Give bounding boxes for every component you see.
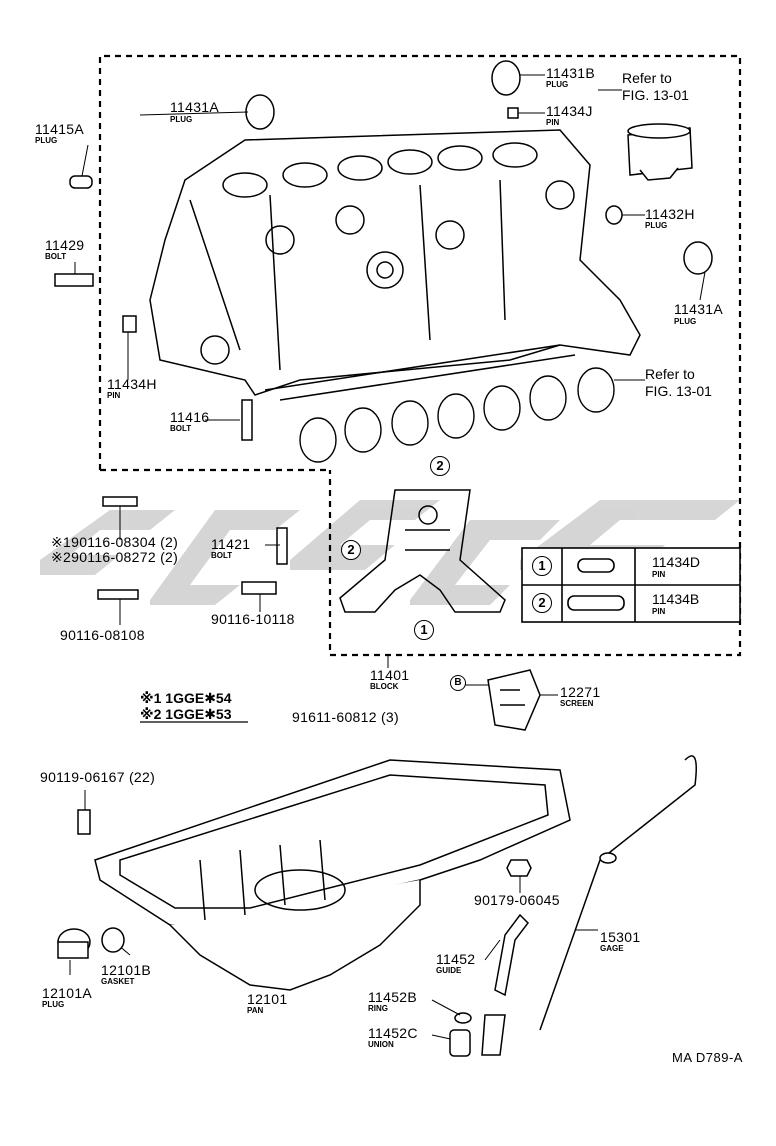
part-name: GASKET: [101, 977, 135, 986]
part-name: PLUG: [645, 221, 668, 230]
part-label-90116-08108: 90116-08108: [60, 627, 145, 643]
part-label-91611-60812: 91611-60812 (3): [292, 709, 399, 725]
refer-line-1: Refer to: [622, 70, 672, 86]
note-2: ※2 1GGE✱53: [140, 706, 232, 722]
dipstick: [539, 755, 697, 1031]
part-number: 11432H: [645, 206, 695, 222]
part-number: 12101: [247, 991, 288, 1007]
part-number: 11415A: [35, 121, 85, 137]
note-1: ※1 1GGE✱54: [140, 690, 232, 706]
callout-1-bottom: 1: [414, 620, 434, 640]
legend-marker-2: 2: [532, 593, 552, 613]
legend-name-1: PIN: [652, 570, 666, 579]
part-number: 11416: [170, 409, 210, 425]
part-name: PIN: [107, 391, 121, 400]
refer-line-2: FIG. 13-01: [622, 87, 689, 103]
dipstick-guide: [449, 913, 529, 1057]
part-number: 12101B: [101, 962, 152, 978]
callout-b: B: [450, 675, 466, 691]
part-name: BOLT: [170, 424, 192, 433]
oil-pan-gasket: [339, 489, 506, 613]
part-name: UNION: [368, 1040, 394, 1049]
callout-2-left: 2: [341, 540, 361, 560]
part-number: 11452C: [368, 1025, 418, 1041]
legend-name-2: PIN: [652, 607, 666, 616]
part-name: PAN: [247, 1006, 264, 1015]
legend-marker-1: 1: [532, 556, 552, 576]
part-number: 11401: [370, 667, 410, 683]
star-part-1: ※190116-08304 (2): [51, 534, 179, 550]
part-label-90116-10118: 90116-10118: [211, 611, 295, 627]
piston: [627, 123, 693, 181]
small-parts: [54, 60, 713, 600]
part-name: GUIDE: [436, 966, 462, 975]
legend-table-frame: [521, 547, 741, 623]
part-name: PLUG: [674, 317, 697, 326]
part-number: 11421: [211, 536, 251, 552]
part-number: 11429: [45, 237, 85, 253]
oil-strainer-screen: [487, 669, 541, 731]
refer-line-1: Refer to: [645, 366, 695, 382]
part-number: 11452B: [368, 989, 418, 1005]
part-number: 11434J: [546, 103, 593, 119]
block-group-outline: [98, 54, 742, 657]
part-name: BLOCK: [370, 682, 399, 691]
refer-line-2: FIG. 13-01: [645, 383, 712, 399]
callout-2-top: 2: [430, 456, 450, 476]
part-number: 12101A: [42, 985, 93, 1001]
part-name: BOLT: [211, 551, 233, 560]
part-name: PLUG: [170, 115, 193, 124]
main-bearings: [299, 367, 615, 463]
pan-hardware: [57, 809, 532, 959]
part-name: PLUG: [546, 80, 569, 89]
part-name: SCREEN: [560, 699, 594, 708]
legend-number-2: 11434B: [652, 591, 700, 607]
part-name: PIN: [546, 118, 560, 127]
part-number: 15301: [600, 929, 641, 945]
star-part-2: ※290116-08272 (2): [51, 549, 179, 565]
part-number: 11431A: [674, 301, 724, 317]
part-name: RING: [368, 1004, 388, 1013]
part-number: 11434H: [107, 376, 157, 392]
part-number: 11431B: [546, 65, 596, 81]
part-number: 11431A: [170, 99, 220, 115]
cylinder-block: [149, 129, 641, 401]
leader-lines: [69, 74, 706, 1041]
oil-pan: [94, 759, 571, 991]
part-name: PLUG: [35, 136, 58, 145]
part-name: PLUG: [42, 1000, 65, 1009]
figure-code: MA D789-A: [672, 1050, 743, 1065]
part-label-90179-06045: 90179-06045: [474, 892, 560, 908]
part-label-90119-06167: 90119-06167 (22): [40, 769, 156, 785]
part-name: BOLT: [45, 252, 67, 261]
part-number: 12271: [560, 684, 601, 700]
part-number: 11452: [436, 951, 476, 967]
legend-number-1: 11434D: [652, 554, 701, 570]
part-name: GAGE: [600, 944, 624, 953]
